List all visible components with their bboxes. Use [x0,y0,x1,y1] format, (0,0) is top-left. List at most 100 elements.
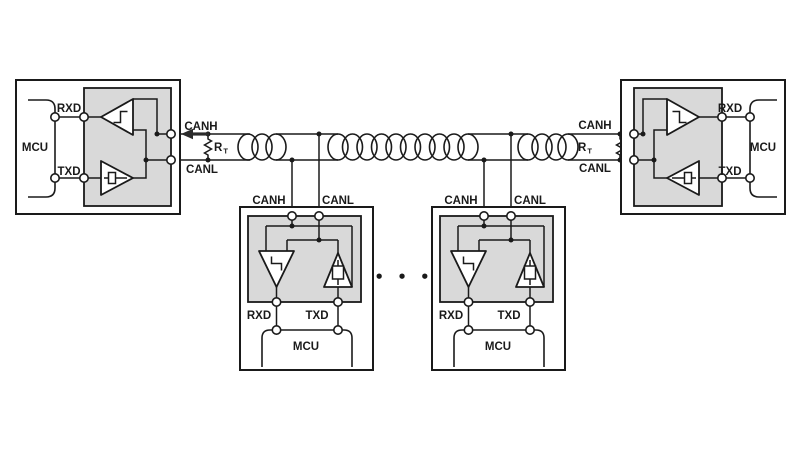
txd-label: TXD [719,166,742,178]
terminal [49,173,60,184]
twisted-pair-section-3 [517,133,579,161]
twist-loop [251,133,273,161]
terminal-canl [505,211,516,222]
twist-loop [370,133,393,161]
canh-label-left: CANH [184,121,217,133]
twisted-pair-section-1 [237,133,287,161]
rxd-label: RXD [57,103,81,115]
resistor-zigzag [202,134,214,160]
bus-flat-tap1 [276,133,338,161]
driver-symbol-icon [331,265,345,280]
junction-dot [651,157,657,163]
twist-loop [414,133,436,161]
terminal-canh [478,211,489,222]
junction-dot [316,237,322,243]
terminal [744,112,755,123]
hysteresis-icon [462,256,475,271]
arrow-shaft [192,132,209,136]
node-bottom-2: CANH CANL RXD TXD MCU [431,195,566,371]
canh-label-right: CANH [578,120,611,132]
terminal [271,296,282,307]
mcu-bracket [261,329,353,367]
terminal-canl [628,155,639,166]
twist-loop [237,133,259,161]
twist-loop [428,133,451,161]
twist-loop [399,133,422,161]
terminal [524,296,535,307]
canh-label: CANH [252,195,285,207]
terminal-canh [628,129,639,140]
terminal-canl [166,155,177,166]
driver-symbol-icon [523,265,537,280]
receiver-amp [100,98,134,136]
junction-dot [143,157,149,163]
rt-r: R [578,142,587,154]
rt-label-right: RT [578,142,592,156]
terminal [79,173,90,184]
junction-dot [289,157,295,163]
rt-sub: T [223,147,228,156]
terminal [716,173,727,184]
twist-loop [265,133,287,161]
terminal [463,324,474,335]
node-bottom-1: CANH CANL RXD TXD MCU [239,195,374,371]
internal-wiring [457,216,545,287]
junction-dot [508,237,514,243]
rxd-txd-wires [467,287,531,330]
junction-dot [481,223,487,229]
rt-sub: T [587,147,592,156]
junction-dot [289,223,295,229]
canl-label-right: CANL [579,163,611,175]
junction-dot [481,157,487,163]
rxd-label: RXD [247,310,271,322]
twist-loop [327,133,349,161]
junction-dot [154,131,160,137]
can-bus: RT RT CANH CANL CANH CANL • • • [171,120,634,286]
twist-loop [517,133,539,161]
driver-symbol-icon [683,171,693,185]
terminal [79,112,90,123]
canl-label: CANL [322,195,354,207]
bus-flat-tap2 [468,133,528,161]
rt-r: R [214,142,223,154]
signal-direction-arrow [181,128,209,140]
txd-label: TXD [306,310,329,322]
mcu-bracket [749,99,777,198]
mcu-bracket [453,329,545,367]
receiver-amp [666,98,700,136]
node-right: MCU RXD TXD [620,79,786,215]
terminal [332,324,343,335]
hysteresis-icon [270,256,283,271]
terminal-canh [166,129,177,140]
twist-loop [531,133,553,161]
mcu-bracket [28,99,56,198]
terminal [463,296,474,307]
twist-loop [557,133,579,161]
mcu-label: MCU [485,341,511,353]
terminal [716,112,727,123]
internal-wiring [265,216,353,287]
hysteresis-icon [672,110,687,124]
twist-loop [443,133,465,161]
twist-loop [356,133,378,161]
termination-resistor-right: RT [578,131,626,163]
twist-loop [457,133,479,161]
receiver-amp [258,250,295,288]
rt-label-left: RT [214,142,228,156]
rxd-label: RXD [718,103,742,115]
terminal [744,173,755,184]
canl-label: CANL [514,195,546,207]
canh-net-wire [133,98,171,135]
junction-dot [316,131,322,137]
mcu-label: MCU [293,341,319,353]
termination-resistor-left: RT [202,131,228,163]
terminal [332,296,343,307]
node-left: MCU RXD TXD [15,79,181,215]
txd-label: TXD [58,166,81,178]
hysteresis-icon [113,110,128,124]
canh-label: CANH [444,195,477,207]
terminal [524,324,535,335]
receiver-amp [450,250,487,288]
